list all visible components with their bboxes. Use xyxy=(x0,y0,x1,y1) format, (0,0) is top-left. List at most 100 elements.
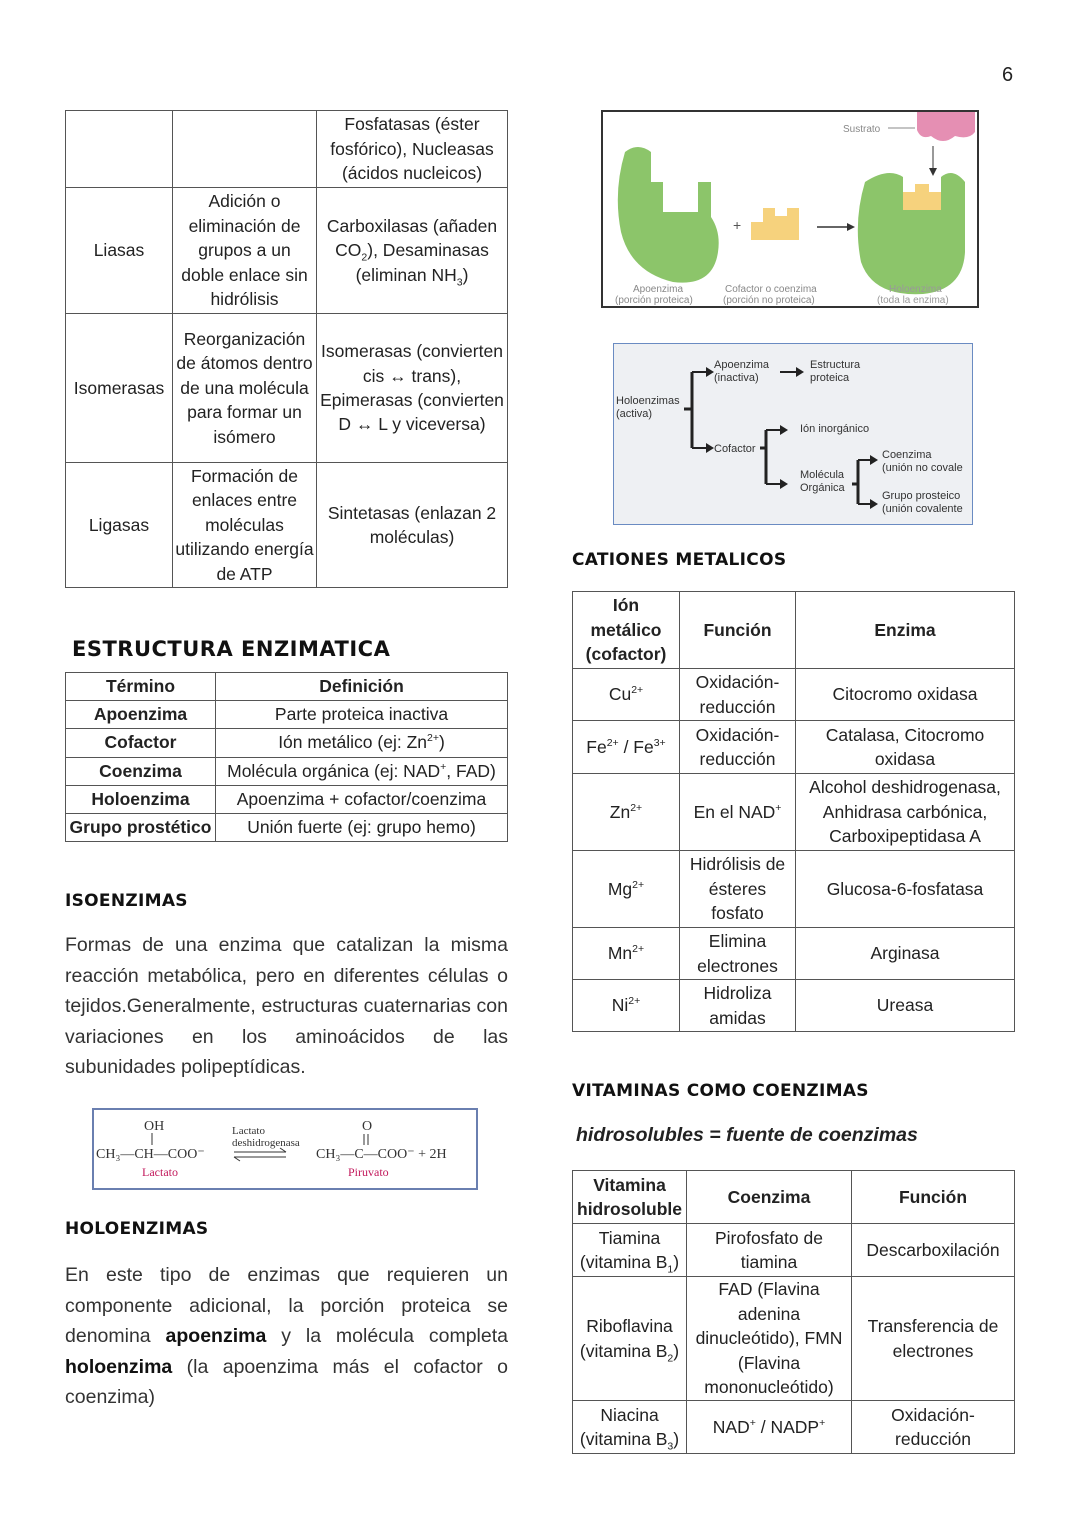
term-cell: Cofactor xyxy=(65,728,216,758)
cofactor-sublabel: (porción no proteica) xyxy=(723,295,815,306)
cationes-table: Ión metálico (cofactor) Función Enzima C… xyxy=(572,591,1015,1032)
table-row: Tiamina (vitamina B1) Pirofosfato de tia… xyxy=(572,1223,1015,1277)
enzyme-classes-table: Fosfatasas (éster fosfórico), Nucleasas … xyxy=(65,110,508,588)
table-row: Riboflavina (vitamina B2) FAD (Flavina a… xyxy=(572,1276,1015,1401)
ion-cell: Cu2+ xyxy=(572,668,680,721)
class-examples-cell: Isomerasas (convierten cis ↔ trans), Epi… xyxy=(316,313,508,463)
ion-cell: Mg2+ xyxy=(572,850,680,928)
coenzyme-label: Coenzima xyxy=(882,449,932,461)
pyruvate-formula: CH₃—C—COO⁻ + 2H xyxy=(316,1147,447,1162)
coenzyme-cell: FAD (Flavina adenina dinucleótido), FMN … xyxy=(686,1276,852,1401)
enzyme-cell: Arginasa xyxy=(795,927,1015,980)
ion-cell: Mn2+ xyxy=(572,927,680,980)
class-name-cell: Isomerasas xyxy=(65,313,173,463)
vitaminas-heading: VITAMINAS COMO COENZIMAS xyxy=(572,1081,869,1101)
table-row: Fe2+ / Fe3+ Oxidación-reducción Catalasa… xyxy=(572,720,1015,774)
cofactor-shape xyxy=(751,208,799,240)
definition-cell: Parte proteica inactiva xyxy=(215,700,508,730)
class-reaction-cell: Formación de enlaces entre moléculas uti… xyxy=(172,462,317,588)
term-cell: Holoenzima xyxy=(65,784,216,815)
holoenzyme-label: Holoenzima xyxy=(889,284,942,295)
holoenzyme-tree-diagram: Holoenzimas (activa) Apoenzima (inactiva… xyxy=(613,343,973,525)
table-row: Coenzima Molécula orgánica (ej: NAD+, FA… xyxy=(65,756,508,786)
table-row: Apoenzima Parte proteica inactiva xyxy=(65,700,508,730)
table-header-row: Ión metálico (cofactor) Función Enzima xyxy=(572,591,1015,669)
svg-text:+: + xyxy=(733,217,741,233)
holoenzyme-shape xyxy=(857,173,965,295)
prosthetic-group-sublabel: (unión covalente xyxy=(882,503,963,515)
coenzyme-cell: NAD+ / NADP+ xyxy=(686,1400,852,1454)
term-cell: Grupo prostético xyxy=(65,813,216,843)
table-row: Holoenzima Apoenzima + cofactor/coenzima xyxy=(65,784,508,815)
pyruvate-name: Piruvato xyxy=(348,1165,389,1179)
structure-label: Estructura xyxy=(810,359,861,371)
equilibrium-arrow-icon xyxy=(233,1147,287,1162)
term-cell: Coenzima xyxy=(65,756,216,786)
prosthetic-group-label: Grupo prosteico xyxy=(882,490,960,502)
class-reaction-cell xyxy=(172,110,317,188)
coenzyme-cell: Pirofosfato de tiamina xyxy=(686,1223,852,1277)
definition-cell: Unión fuerte (ej: grupo hemo) xyxy=(215,813,508,843)
apo-label: Apoenzima xyxy=(714,359,770,371)
term-header: Término xyxy=(65,671,216,702)
o-label: O xyxy=(362,1119,372,1134)
holo-label: Holoenzimas xyxy=(616,395,680,407)
organic-molecule-label: Molécula xyxy=(800,469,845,481)
enzyme-cell: Glucosa-6-fosfatasa xyxy=(795,850,1015,928)
table-row: Mg2+ Hidrólisis de ésteres fosfato Gluco… xyxy=(572,850,1015,928)
enzyme-label-2: deshidrogenasa xyxy=(232,1137,300,1149)
function-cell: Hidroliza amidas xyxy=(679,979,796,1032)
apo-sublabel: (inactiva) xyxy=(714,372,759,384)
class-reaction-cell: Reorganización de átomos dentro de una m… xyxy=(172,313,317,463)
table-header-row: Vitamina hidrosoluble Coenzima Función xyxy=(572,1170,1015,1224)
class-reaction-cell: Adición o eliminación de grupos a un dob… xyxy=(172,187,317,314)
enzyme-cell: Citocromo oxidasa xyxy=(795,668,1015,721)
holo-sublabel: (activa) xyxy=(616,408,652,420)
estructura-table: Término Definición Apoenzima Parte prote… xyxy=(65,671,508,843)
enzyme-header: Enzima xyxy=(795,591,1015,669)
table-row: Grupo prostético Unión fuerte (ej: grupo… xyxy=(65,813,508,843)
organic-molecule-sublabel: Orgánica xyxy=(800,482,846,494)
table-row: Ligasas Formación de enlaces entre moléc… xyxy=(65,462,508,588)
class-examples-cell: Carboxilasas (añaden CO2), Desaminasas (… xyxy=(316,187,508,314)
table-header-row: Término Definición xyxy=(65,671,508,702)
table-row: Mn2+ Elimina electrones Arginasa xyxy=(572,927,1015,980)
table-row: Ni2+ Hidroliza amidas Ureasa xyxy=(572,979,1015,1032)
vitamin-cell: Riboflavina (vitamina B2) xyxy=(572,1276,687,1401)
apoenzyme-sublabel: (porción proteica) xyxy=(615,295,693,306)
lactate-reaction-figure: OH CH₃—CH—COO⁻ Lactato Lactato deshidrog… xyxy=(92,1108,478,1190)
lactate-name: Lactato xyxy=(142,1165,178,1179)
coenzyme-header: Coenzima xyxy=(686,1170,852,1224)
ion-cell: Fe2+ / Fe3+ xyxy=(572,720,680,774)
ion-header: Ión metálico (cofactor) xyxy=(572,591,680,669)
table-row: Cofactor Ión metálico (ej: Zn2+) xyxy=(65,728,508,758)
class-name-cell: Liasas xyxy=(65,187,173,314)
vitaminas-table: Vitamina hidrosoluble Coenzima Función T… xyxy=(572,1170,1015,1454)
class-examples-cell: Fosfatasas (éster fosfórico), Nucleasas … xyxy=(316,110,508,188)
vitamin-cell: Niacina (vitamina B3) xyxy=(572,1400,687,1454)
isoenzimas-heading: ISOENZIMAS xyxy=(65,891,188,911)
apoenzyme-cofactor-figure: + Sustrato Apoenzima (porción proteica) … xyxy=(601,110,979,308)
apoenzyme-label: Apoenzima xyxy=(633,284,683,295)
enzyme-cell: Alcohol deshidrogenasa, Anhidrasa carbón… xyxy=(795,773,1015,851)
function-header: Función xyxy=(851,1170,1015,1224)
table-row: Niacina (vitamina B3) NAD+ / NADP+ Oxida… xyxy=(572,1400,1015,1454)
term-cell: Apoenzima xyxy=(65,700,216,730)
table-row: Zn2+ En el NAD+ Alcohol deshidrogenasa, … xyxy=(572,773,1015,851)
ion-cell: Ni2+ xyxy=(572,979,680,1032)
oh-label: OH xyxy=(144,1119,164,1134)
class-examples-cell: Sintetasas (enlazan 2 moléculas) xyxy=(316,462,508,588)
function-cell: Elimina electrones xyxy=(679,927,796,980)
definition-cell: Molécula orgánica (ej: NAD+, FAD) xyxy=(215,756,508,786)
cofactor-label: Cofactor o coenzima xyxy=(725,284,817,295)
coenzyme-sublabel: (unión no covale xyxy=(882,462,963,474)
substrate-shape xyxy=(917,112,975,141)
vitamin-cell: Tiamina (vitamina B1) xyxy=(572,1223,687,1277)
definition-header: Definición xyxy=(215,671,508,702)
table-row: Liasas Adición o eliminación de grupos a… xyxy=(65,187,508,314)
cofactor-node-label: Cofactor xyxy=(714,443,756,455)
function-cell: Oxidación-reducción xyxy=(679,720,796,774)
holoenzyme-sublabel: (toda la enzima) xyxy=(877,295,949,306)
vitaminas-subtitle: hidrosolubles = fuente de coenzimas xyxy=(576,1124,918,1146)
table-row: Isomerasas Reorganización de átomos dent… xyxy=(65,313,508,463)
